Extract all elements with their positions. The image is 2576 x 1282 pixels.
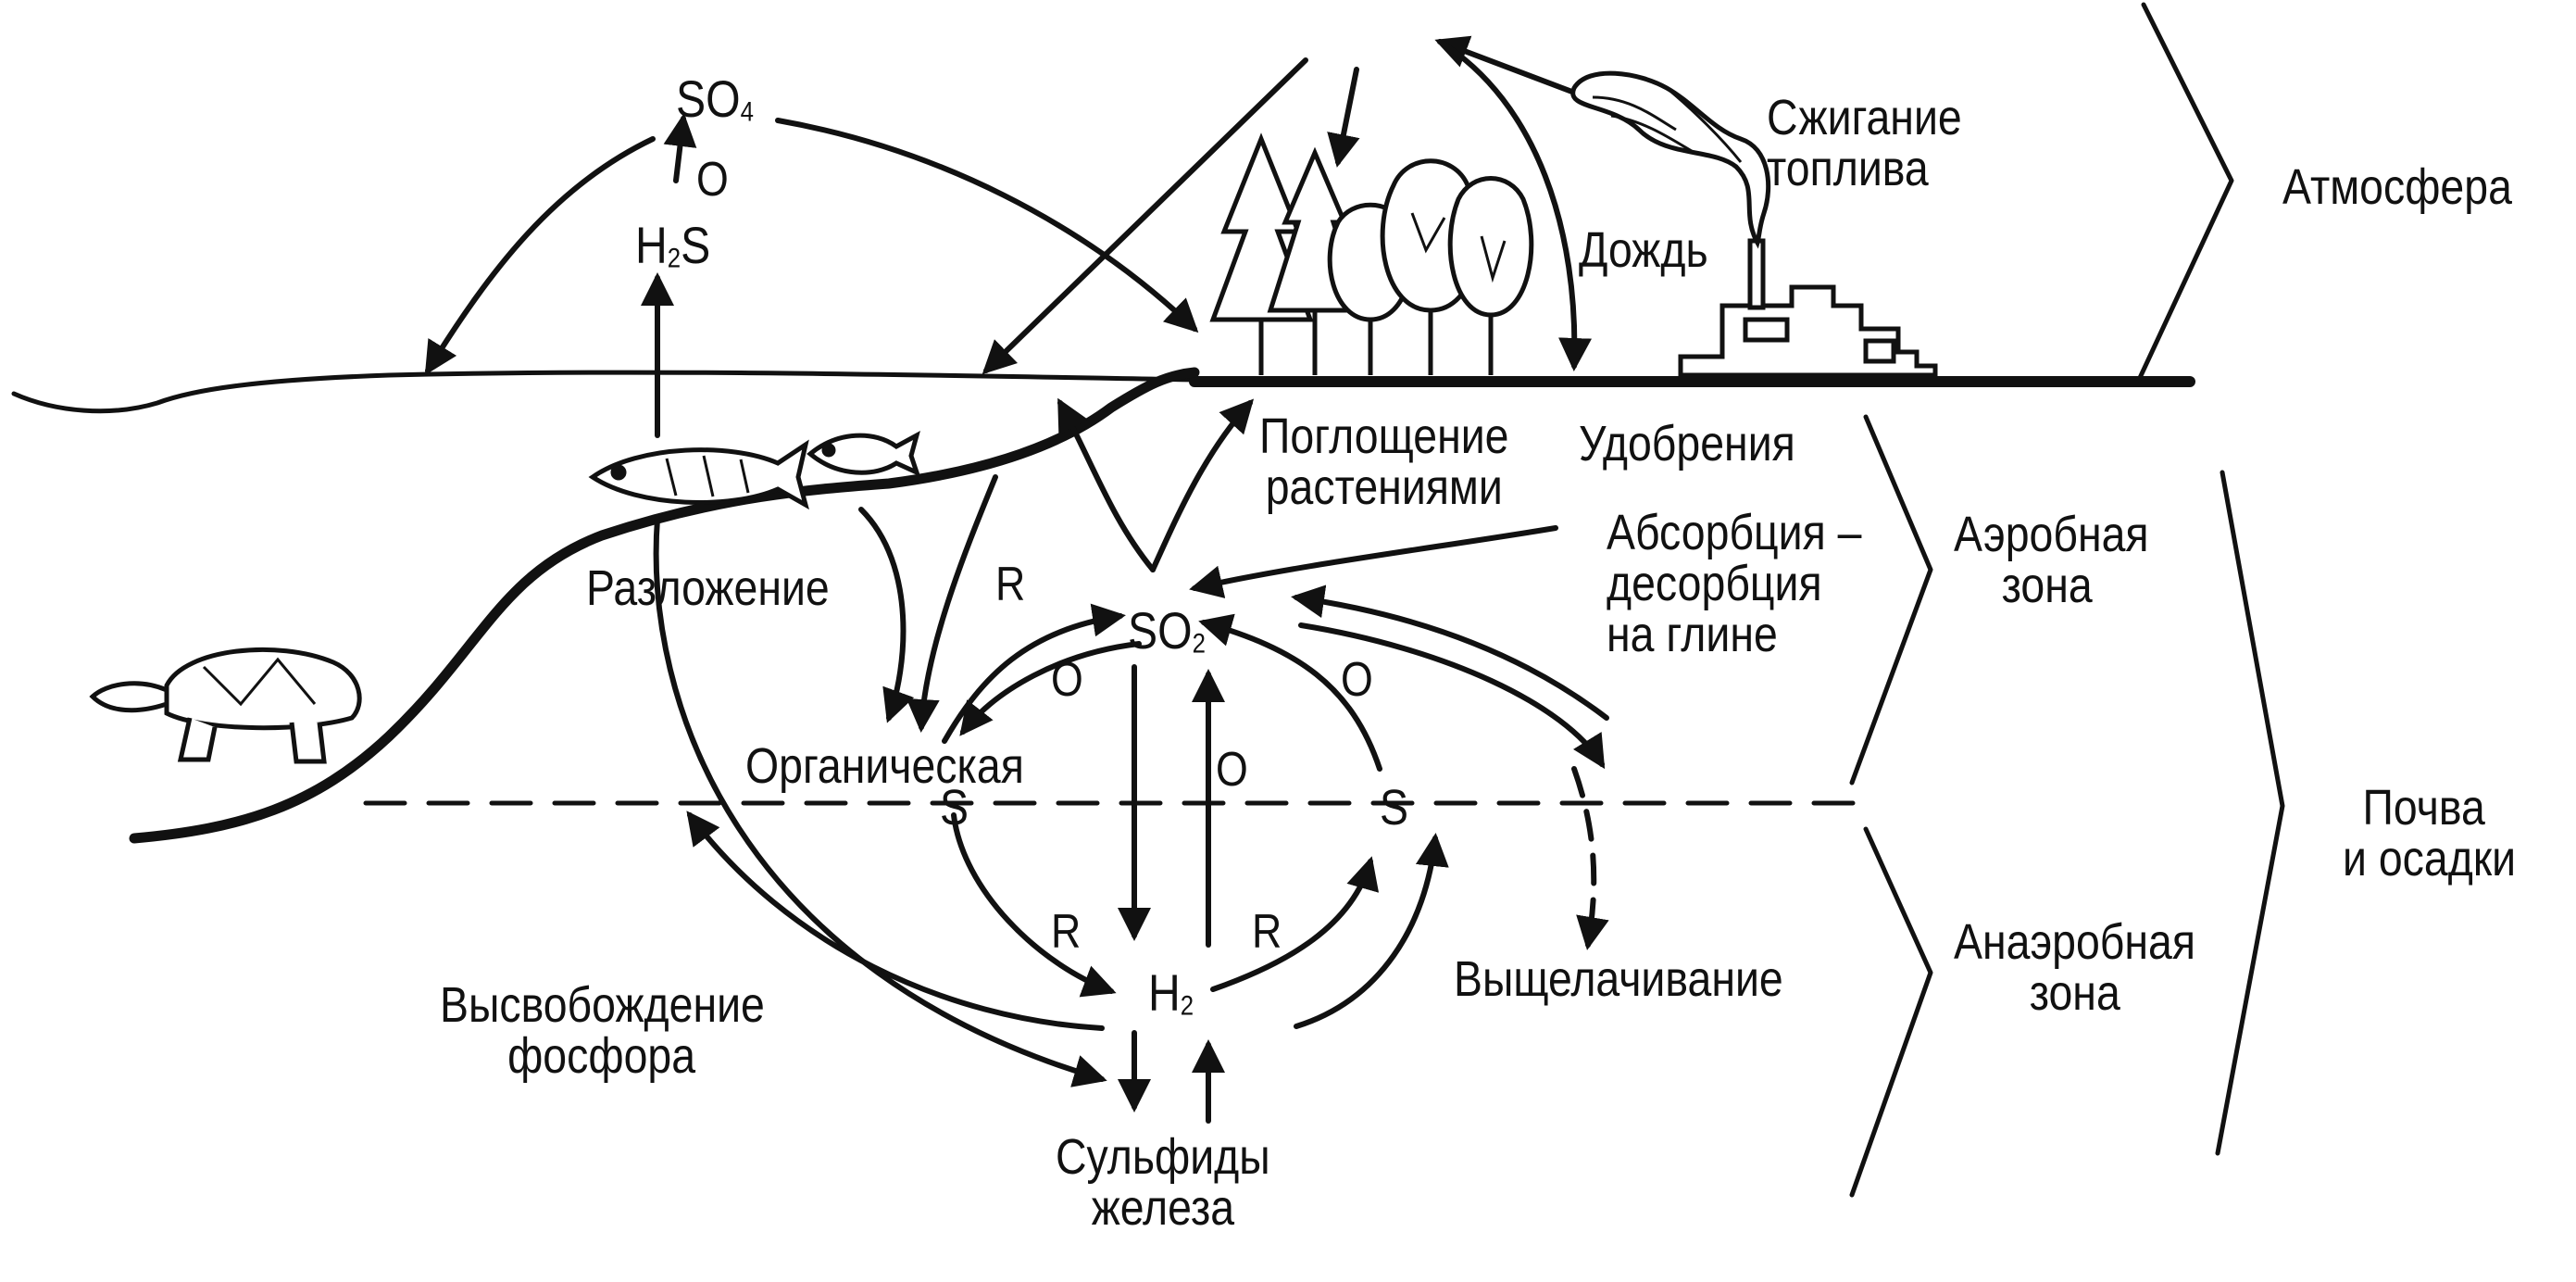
anaerobic-zone-label: Анаэробная зона <box>1954 914 2196 1022</box>
h2-subscript: 2 <box>1180 990 1194 1022</box>
arrow-water-to-organic <box>906 474 998 733</box>
reduction-label-lower-left: R <box>1051 905 1082 959</box>
h2-base: H <box>1148 963 1181 1022</box>
h2-label: H2 <box>1148 966 1194 1021</box>
arrow-organic-to-so2 <box>942 603 1126 744</box>
burning-fuel-label: Сжигание топлива <box>1767 90 1962 197</box>
inorganic-s-label: S <box>1380 780 1408 836</box>
leaching-label: Выщелачивание <box>1454 951 1783 1007</box>
h2s-label: H2S <box>635 219 710 273</box>
uptake-line-1: Поглощение <box>1259 408 1509 464</box>
burning-line-2: топлива <box>1767 141 1929 197</box>
forest-icon <box>1209 132 1534 375</box>
soil-line-1: Почва <box>2362 780 2485 836</box>
phosphorus-release-label: Высвобождение фосфора <box>440 977 765 1085</box>
h2s-base: H <box>635 216 668 274</box>
arrow-decomposition-down <box>653 516 1107 1087</box>
aerobic-bracket <box>1849 414 1933 786</box>
atmosphere-bracket <box>2136 2 2234 383</box>
fish-icon <box>588 439 809 510</box>
oxidation-label-middle: O <box>1216 743 1248 797</box>
aerobic-zone-label: Аэробная зона <box>1954 509 2149 611</box>
plant-uptake-label: Поглощение растениями <box>1259 408 1509 516</box>
arrow-decomp-to-organic <box>858 507 915 723</box>
so2-base: SO <box>1128 601 1193 660</box>
arrow-so2-uptake-right <box>1150 398 1255 572</box>
h2s-tail: S <box>681 216 711 274</box>
sulfides-line-1: Сульфиды <box>1056 1129 1270 1185</box>
arrow-h2s-to-so4 <box>663 113 697 183</box>
oxidation-label-top: O <box>696 153 729 207</box>
oxidation-label-right: O <box>1341 653 1373 707</box>
arrow-h2-to-inorganic-s <box>1210 856 1380 992</box>
arrow-fertilizer-to-so2 <box>1189 525 1558 598</box>
absorption-line-3: на глине <box>1607 607 1778 663</box>
soil-bracket <box>2215 470 2285 1156</box>
aerobic-line-2: зона <box>2001 558 2093 614</box>
sulfides-line-2: железа <box>1091 1180 1235 1237</box>
arrow-into-forest <box>1327 67 1360 168</box>
sediment-profile-line <box>129 367 1200 844</box>
anaerobic-bracket <box>1849 826 1933 1198</box>
phosphorus-line-2: фосфора <box>507 1028 696 1085</box>
arrow-so2-uptake-left <box>1057 397 1156 572</box>
factory-icon <box>1678 238 1938 378</box>
smoke-icon <box>1570 70 1771 249</box>
rain-label: Дождь <box>1579 222 1708 278</box>
soil-line-2: и осадки <box>2343 831 2517 887</box>
so2-label: SO2 <box>1128 604 1206 659</box>
aerobic-line-1: Аэробная <box>1954 507 2149 562</box>
oxidation-label-left: O <box>1051 653 1083 707</box>
water-surface-line <box>11 370 1197 414</box>
arrow-leaching <box>1571 766 1609 950</box>
arrow-so4-to-land <box>775 118 1199 333</box>
anaerobic-line-1: Анаэробная <box>1954 914 2196 970</box>
so4-base: SO <box>676 69 741 128</box>
absorption-line-1: Абсорбция – <box>1607 505 1862 560</box>
arrow-atmosphere-to-water <box>982 57 1308 375</box>
soil-sediment-label: Почва и осадки <box>2343 780 2517 887</box>
absorption-line-2: десорбция <box>1607 556 1822 612</box>
organic-s-label: S <box>940 780 969 836</box>
absorption-label: Абсорбция – десорбция на глине <box>1607 505 1862 663</box>
arrow-h2-to-s <box>1294 833 1449 1029</box>
arrow-absorption-to-so2 <box>1291 584 1609 721</box>
phosphorus-line-1: Высвобождение <box>440 977 765 1033</box>
so4-subscript: 4 <box>740 96 754 128</box>
uptake-line-2: растениями <box>1265 459 1503 516</box>
so4-label: SO4 <box>676 72 754 127</box>
fertilizers-label: Удобрения <box>1579 416 1795 471</box>
iron-sulfides-label: Сульфиды железа <box>1056 1129 1270 1237</box>
h2s-subscript: 2 <box>667 243 682 274</box>
small-fish-icon <box>807 430 921 477</box>
arrow-inorganic-s-to-so2 <box>1198 613 1382 772</box>
arrow-rain <box>1437 39 1593 371</box>
arrow-so2-to-absorption <box>1298 622 1606 770</box>
arrow-so4-to-water <box>424 136 656 376</box>
atmosphere-label: Атмосфера <box>2282 159 2512 215</box>
organic-sulfur-label: Органическая <box>745 738 1024 794</box>
arrow-organic-s-to-h2 <box>951 812 1117 998</box>
anaerobic-line-2: зона <box>2029 965 2120 1022</box>
reduction-label-lower-right: R <box>1252 905 1282 959</box>
arrow-so2-to-organic <box>959 641 1142 736</box>
burning-line-1: Сжигание <box>1767 90 1962 145</box>
turtle-icon <box>89 647 362 764</box>
decomposition-label: Разложение <box>586 560 830 616</box>
so2-subscript: 2 <box>1192 628 1206 660</box>
reduction-label-upper: R <box>995 558 1026 611</box>
